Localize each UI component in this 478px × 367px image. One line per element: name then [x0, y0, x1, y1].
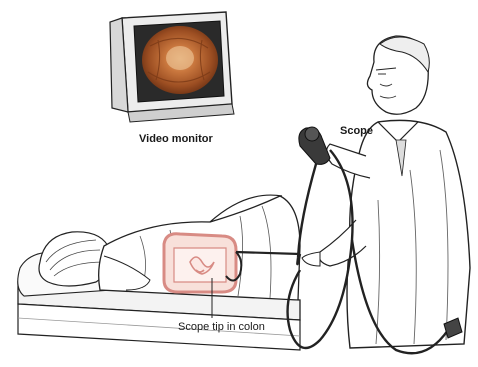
patient [18, 195, 300, 300]
video-monitor-label: Video monitor [139, 133, 213, 145]
doctor [302, 36, 470, 348]
scope-tip-label: Scope tip in colon [178, 321, 265, 333]
scope-label: Scope [340, 125, 373, 137]
scope-control-knob [305, 127, 319, 141]
colon-lumen-image [166, 46, 194, 70]
doctor-coat [347, 120, 470, 348]
doctor-hand-bottom [302, 252, 320, 266]
video-monitor: Video monitor [110, 12, 234, 145]
